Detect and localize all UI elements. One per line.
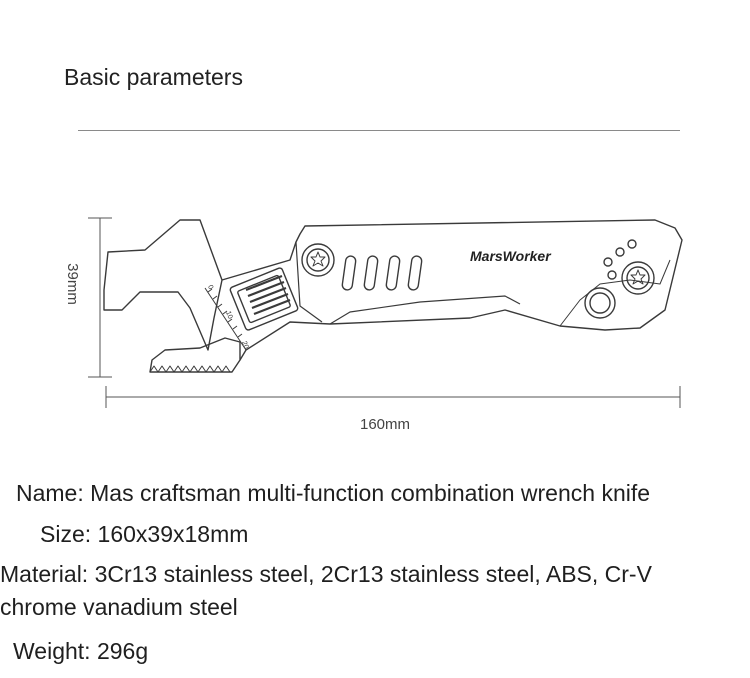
worm-gear bbox=[229, 267, 299, 331]
spec-material-continued: chrome vanadium steel bbox=[0, 594, 238, 620]
wrench-knife-drawing: MarsWorker 39mm 160mm 0 10 20 bbox=[64, 217, 683, 433]
brand-logo: MarsWorker bbox=[470, 248, 552, 264]
section-heading: Basic parameters bbox=[64, 64, 243, 90]
height-dimension-label: 39mm bbox=[64, 263, 81, 305]
spec-material: Material: 3Cr13 stainless steel, 2Cr13 s… bbox=[0, 561, 652, 587]
divider bbox=[78, 130, 680, 131]
scale-mark-20: 20 bbox=[240, 340, 249, 350]
grip-slots bbox=[341, 255, 423, 291]
spec-weight: Weight: 296g bbox=[13, 638, 149, 664]
length-dimension-line bbox=[105, 386, 681, 408]
scale-mark-10: 10 bbox=[224, 310, 233, 320]
length-dimension-label: 160mm bbox=[360, 416, 410, 433]
lock-button bbox=[584, 287, 616, 319]
pivot-screw-right bbox=[621, 261, 655, 295]
pivot-screw-left bbox=[301, 243, 335, 277]
scale-mark-0: 0 bbox=[206, 284, 214, 290]
spec-size: Size: 160x39x18mm bbox=[40, 521, 249, 547]
spec-name: Name: Mas craftsman multi-function combi… bbox=[16, 480, 651, 506]
movable-jaw bbox=[149, 337, 241, 373]
height-dimension-line bbox=[88, 217, 112, 378]
fixed-jaw bbox=[103, 219, 223, 351]
